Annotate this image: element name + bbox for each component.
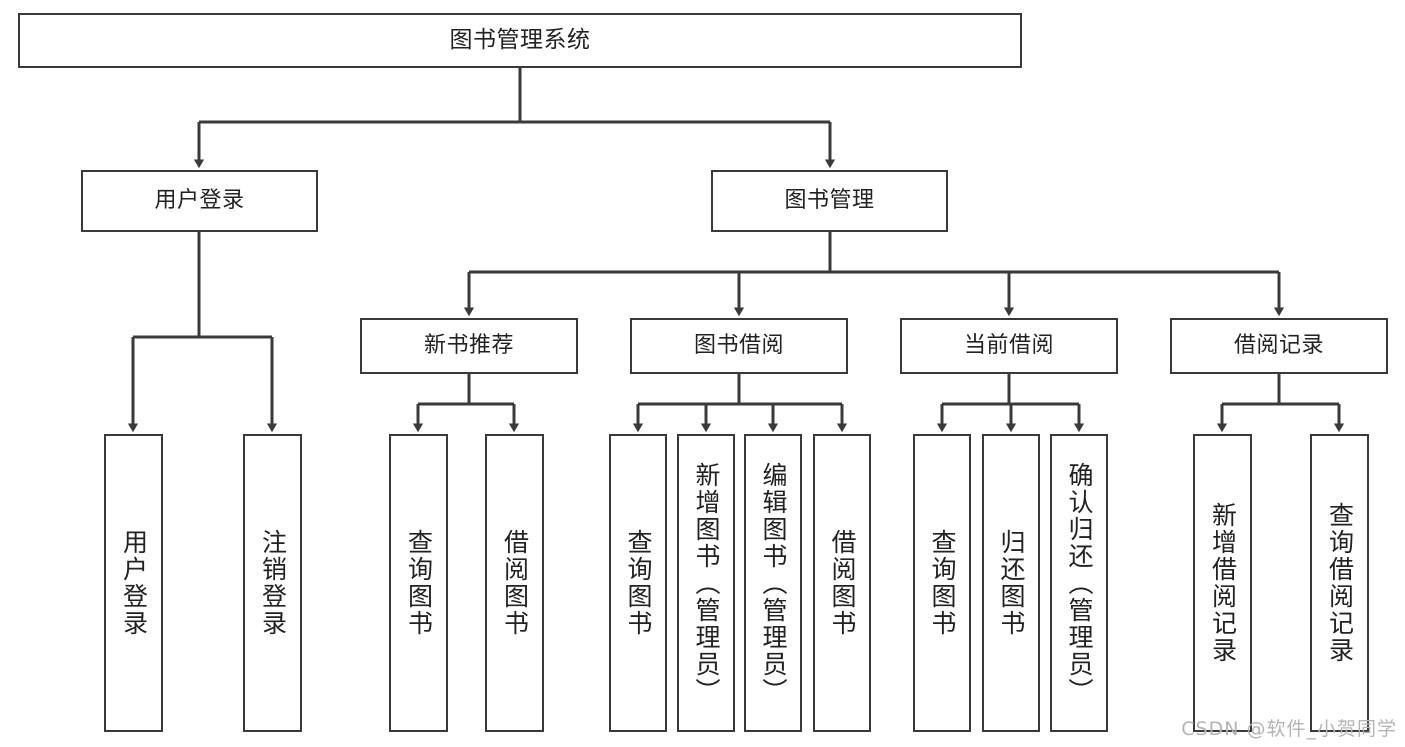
node-leaf-8[interactable]: 查询图书 [913,434,971,732]
node-leaf-6[interactable]: 编辑图书（管理员） [744,434,802,732]
node-level2-1[interactable]: 图书管理 [711,170,948,232]
node-leaf-11[interactable]: 新增借阅记录 [1193,434,1252,732]
watermark-text: CSDN @软件_小贺同学 [1181,718,1397,740]
node-leaf-label: 确认归还（管理员） [1065,461,1094,705]
node-leaf-4[interactable]: 查询图书 [609,434,667,732]
node-root[interactable]: 图书管理系统 [18,13,1022,68]
node-leaf-label: 查询图书 [928,529,957,637]
node-leaf-1[interactable]: 注销登录 [243,434,302,732]
node-leaf-label: 借阅图书 [828,529,857,637]
node-leaf-label: 查询借阅记录 [1325,502,1355,664]
node-leaf-label: 注销登录 [258,529,288,637]
node-leaf-5[interactable]: 新增图书（管理员） [677,434,735,732]
node-leaf-label: 编辑图书（管理员） [759,461,788,705]
node-leaf-label: 用户登录 [119,529,149,637]
node-leaf-label: 查询图书 [624,529,653,637]
node-leaf-3[interactable]: 借阅图书 [485,434,544,732]
node-leaf-label: 查询图书 [404,529,434,637]
node-leaf-7[interactable]: 借阅图书 [813,434,871,732]
node-level3-2[interactable]: 当前借阅 [900,318,1118,374]
node-leaf-label: 归还图书 [997,529,1026,637]
node-level3-1[interactable]: 图书借阅 [630,318,848,374]
node-leaf-0[interactable]: 用户登录 [104,434,163,732]
node-leaf-label: 新增图书（管理员） [692,461,721,705]
node-level3-0[interactable]: 新书推荐 [360,318,578,374]
node-leaf-label: 新增借阅记录 [1208,502,1238,664]
node-leaf-9[interactable]: 归还图书 [982,434,1040,732]
node-leaf-10[interactable]: 确认归还（管理员） [1050,434,1108,732]
node-leaf-label: 借阅图书 [500,529,530,637]
node-level2-0[interactable]: 用户登录 [81,170,318,232]
node-leaf-2[interactable]: 查询图书 [389,434,448,732]
node-leaf-12[interactable]: 查询借阅记录 [1310,434,1369,732]
node-level3-3[interactable]: 借阅记录 [1170,318,1388,374]
